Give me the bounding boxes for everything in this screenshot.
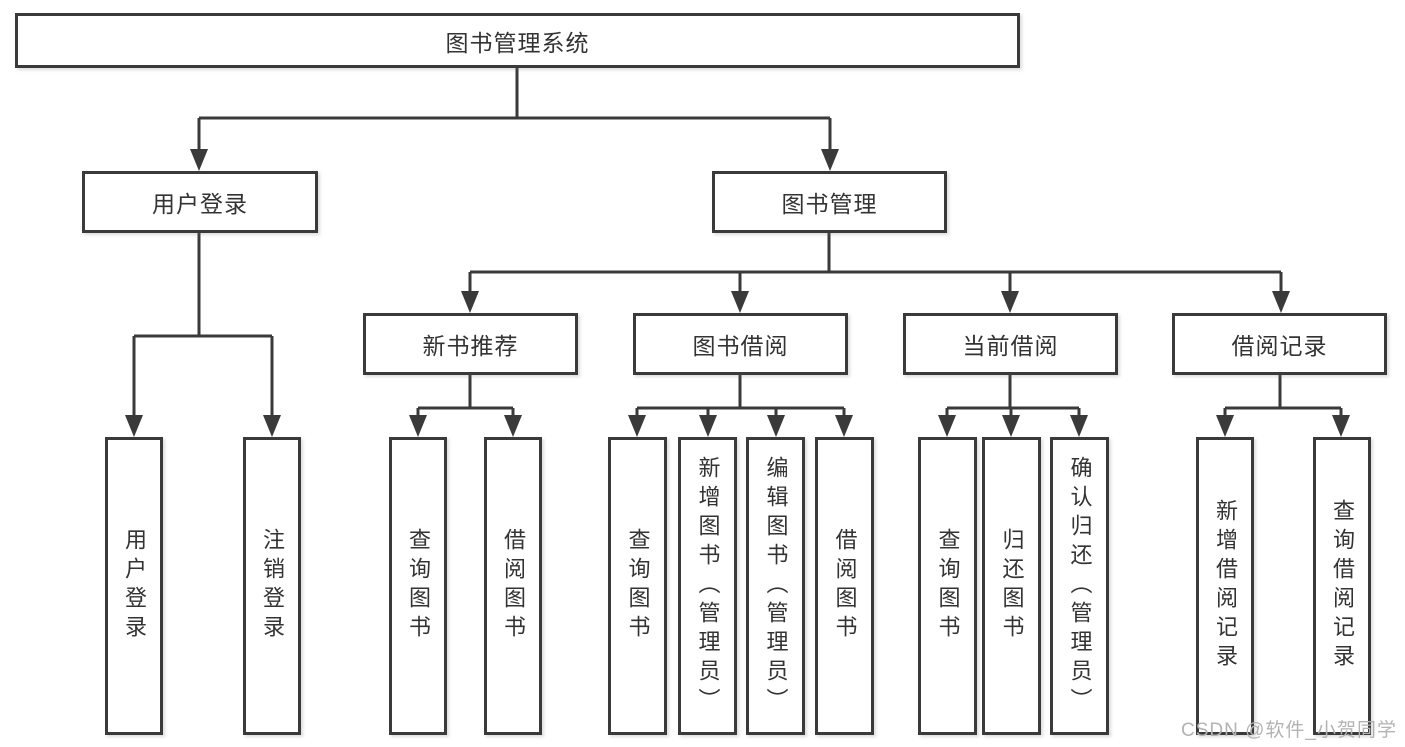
arrowhead-bw-borrow	[835, 415, 853, 437]
arrowhead-cu-return	[1002, 415, 1020, 437]
leaf-cu-return-books: 归还图书	[982, 437, 1041, 735]
node-book-borrowing: 图书借阅	[633, 313, 848, 375]
connector-book-mgmt-children	[468, 233, 1283, 292]
arrowhead-bw-query	[628, 415, 646, 437]
arrowhead-borrow	[731, 291, 749, 313]
node-root-system: 图书管理系统	[15, 13, 1020, 68]
arrowhead-cu-query	[938, 415, 956, 437]
connector-records-leaves	[1223, 375, 1343, 416]
arrowhead-user-login	[190, 149, 208, 171]
leaf-cu-confirm-return-admin: 确认归还（管理员）	[1050, 437, 1109, 735]
arrowhead-bw-add	[699, 415, 717, 437]
arrowhead-current	[1001, 291, 1019, 313]
arrowhead-book-mgmt	[821, 149, 839, 171]
leaf-nb-query-books: 查询图书	[389, 437, 447, 735]
node-user-login: 用户登录	[82, 171, 318, 233]
connector-user-login-children	[132, 233, 274, 416]
arrowhead-rc-add	[1216, 415, 1234, 437]
leaf-bw-add-books-admin: 新增图书（管理员）	[678, 437, 737, 735]
leaf-bw-query-books: 查询图书	[608, 437, 667, 735]
arrowhead-leaf-logout	[263, 415, 281, 437]
leaf-logout: 注销登录	[243, 437, 301, 735]
arrowhead-cu-confirm	[1070, 415, 1088, 437]
node-current-borrowing: 当前借阅	[903, 313, 1118, 375]
arrowhead-records	[1272, 291, 1290, 313]
leaf-cu-query-books: 查询图书	[918, 437, 977, 735]
leaf-user-login: 用户登录	[105, 437, 163, 735]
connector-new-books-leaves	[416, 375, 515, 416]
leaf-bw-edit-books-admin: 编辑图书（管理员）	[746, 437, 805, 735]
arrowhead-nb-borrow	[504, 415, 522, 437]
arrowhead-nb-query	[409, 415, 427, 437]
connector-borrow-leaves	[635, 375, 846, 416]
leaf-rc-query-record: 查询借阅记录	[1313, 437, 1371, 735]
arrowhead-bw-edit	[767, 415, 785, 437]
node-new-book-recommend: 新书推荐	[363, 313, 578, 375]
arrowhead-new-books	[461, 291, 479, 313]
leaf-bw-borrow-books: 借阅图书	[815, 437, 874, 735]
arrowhead-leaf-login	[125, 415, 143, 437]
arrowhead-rc-query	[1332, 415, 1350, 437]
node-borrowing-records: 借阅记录	[1172, 313, 1387, 375]
connector-root-to-level2	[197, 68, 832, 150]
leaf-rc-add-record: 新增借阅记录	[1196, 437, 1254, 735]
node-book-management: 图书管理	[712, 171, 947, 233]
csdn-watermark: CSDN @软件_小贺同学	[1181, 720, 1397, 741]
connector-current-leaves	[945, 375, 1081, 416]
leaf-nb-borrow-books: 借阅图书	[484, 437, 542, 735]
